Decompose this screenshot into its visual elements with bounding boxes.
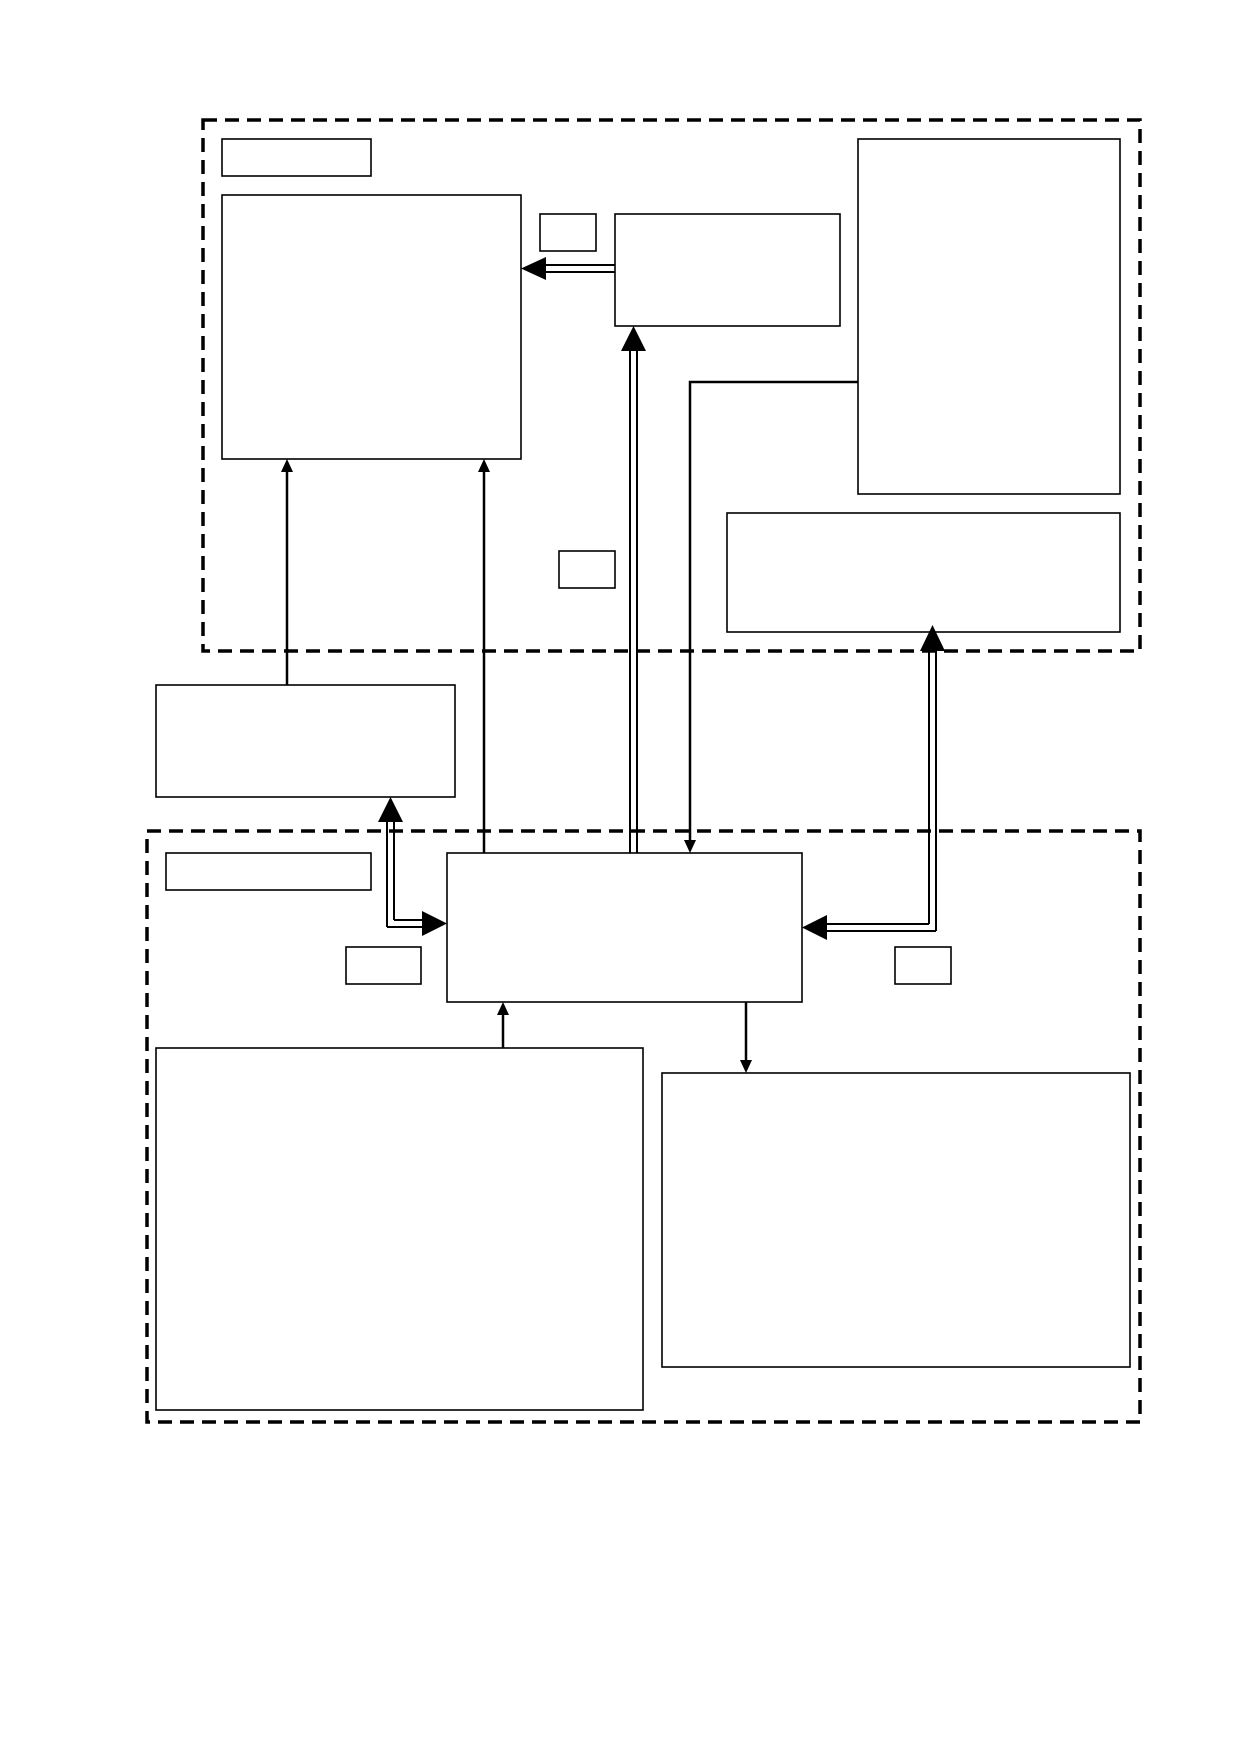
lower-right-large-box [661,1072,1131,1368]
lower-left-small-tag-box [345,946,422,985]
arrow-hub-to-upperleft [478,459,490,853]
upper-group-outline [201,118,1142,653]
double-arrow-midleft-to-hub [378,797,447,936]
upper-middle-box [614,213,841,327]
arrow-midleft-to-upperleft [281,459,293,685]
upper-left-large-box [221,194,522,460]
arrow-lowerleft-to-hub [497,1002,509,1048]
central-hub-box [446,852,803,1003]
lower-right-small-tag-box [894,946,952,985]
double-arrow-middle-to-left [521,257,615,280]
upper-group-title-box [221,138,372,177]
lower-left-large-box [155,1047,644,1411]
double-arrow-hub-to-widebox [802,625,945,940]
lower-group-outline [145,829,1142,1424]
arrow-tallbox-to-hub [684,380,858,853]
upper-center-small-tag-box [558,550,616,589]
lower-group-title-box [165,852,372,891]
middle-left-box [155,684,456,798]
upper-right-tall-box [857,138,1121,495]
double-arrow-hub-to-middle [621,326,646,853]
arrow-hub-to-lowerright [740,1002,752,1073]
upper-right-wide-box [726,512,1121,633]
upper-small-tag-box [539,213,597,252]
